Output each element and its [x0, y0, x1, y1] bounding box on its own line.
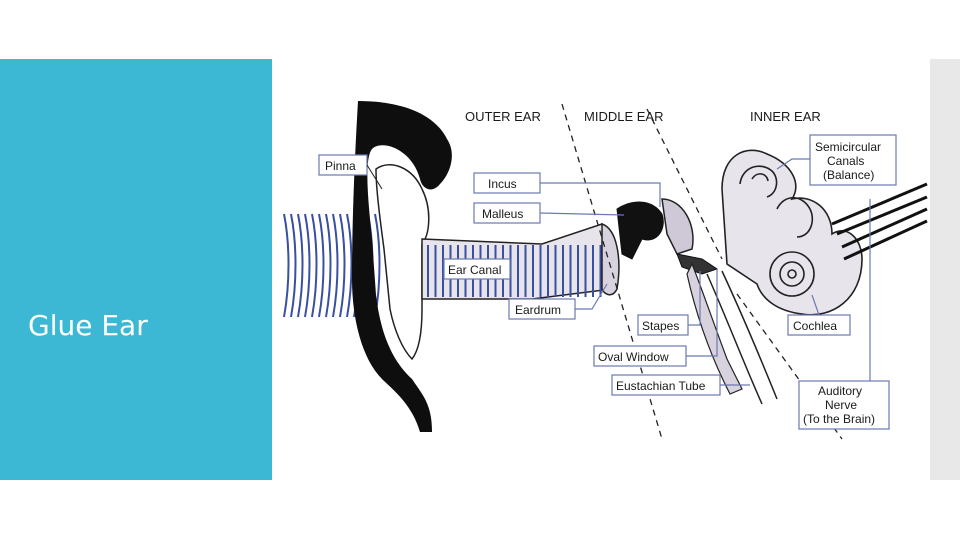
svg-text:Incus: Incus [488, 177, 517, 191]
label-malleus: Malleus [473, 202, 625, 224]
svg-text:Cochlea: Cochlea [793, 319, 837, 333]
auditory-nerve [831, 182, 928, 261]
label-semicircular-canals: Semicircular Canals (Balance) [776, 134, 897, 186]
sound-wave-arc [339, 213, 346, 318]
svg-text:Eustachian Tube: Eustachian Tube [616, 379, 706, 393]
region-inner-ear: INNER EAR [750, 109, 821, 124]
label-auditory-nerve: Auditory Nerve (To the Brain) [798, 199, 890, 430]
sound-wave-arc [297, 213, 304, 318]
svg-text:Ear Canal: Ear Canal [448, 263, 501, 277]
region-headings: OUTER EAR MIDDLE EAR INNER EAR [465, 109, 821, 124]
sound-wave-arc [304, 213, 311, 318]
label-oval-window: Oval Window [593, 269, 718, 367]
svg-text:Stapes: Stapes [642, 319, 679, 333]
svg-text:Nerve: Nerve [825, 398, 857, 412]
side-strip [930, 59, 960, 480]
svg-text:(To the Brain): (To the Brain) [803, 412, 875, 426]
sound-wave-arc [283, 213, 290, 318]
eustachian-tube [706, 270, 778, 405]
sound-wave-arc [290, 213, 297, 318]
label-ear-canal: Ear Canal [443, 258, 511, 280]
label-pinna: Pinna [318, 154, 383, 190]
label-eardrum: Eardrum [508, 283, 608, 320]
ear-diagram: OUTER EAR MIDDLE EAR INNER EAR Pinna Inc… [272, 59, 930, 480]
sound-wave-arc [311, 213, 318, 318]
region-outer-ear: OUTER EAR [465, 109, 541, 124]
slide-title: Glue Ear [28, 309, 148, 342]
label-eustachian-tube: Eustachian Tube [611, 374, 750, 396]
svg-text:(Balance): (Balance) [823, 168, 874, 182]
sound-wave-arc [318, 213, 325, 318]
label-cochlea: Cochlea [787, 294, 851, 336]
outer-ear-shape [352, 101, 452, 432]
label-incus: Incus [473, 172, 661, 207]
label-stapes: Stapes [637, 271, 701, 336]
svg-text:Malleus: Malleus [482, 207, 523, 221]
diagram-labels: Pinna Incus Malleus Ear Canal Eardrum [318, 134, 897, 430]
sound-wave-arc [346, 213, 353, 318]
title-panel: Glue Ear [0, 59, 272, 480]
svg-text:Eardrum: Eardrum [515, 303, 561, 317]
inner-ear-shape [721, 149, 863, 316]
middle-ear-bones [601, 198, 743, 395]
svg-text:Canals: Canals [827, 154, 864, 168]
ear-canal-tube [421, 223, 613, 300]
region-middle-ear: MIDDLE EAR [584, 109, 663, 124]
ear-anatomy-svg: OUTER EAR MIDDLE EAR INNER EAR Pinna Inc… [283, 101, 928, 440]
svg-text:Auditory: Auditory [818, 384, 862, 398]
sound-wave-arc [325, 213, 332, 318]
svg-text:Semicircular: Semicircular [815, 140, 881, 154]
svg-text:Pinna: Pinna [325, 159, 356, 173]
svg-text:Oval Window: Oval Window [598, 350, 669, 364]
sound-wave-arc [332, 213, 339, 318]
